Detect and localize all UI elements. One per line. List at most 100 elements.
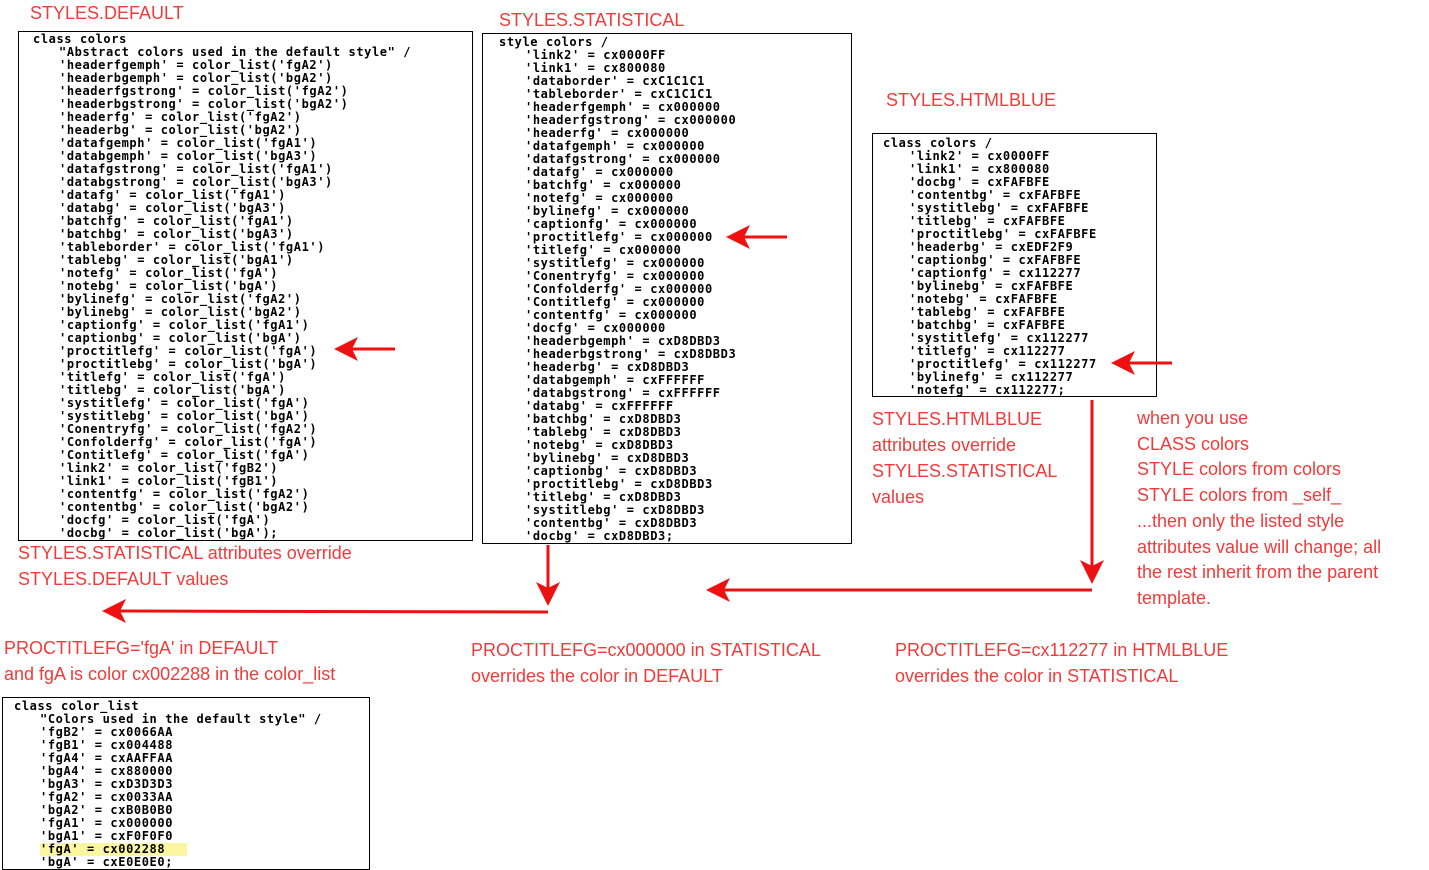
code-line: 'titlebg' = cxD8DBD3 — [499, 491, 851, 504]
code-text: 'Conentryfg' = color_list('fgA2') — [59, 422, 318, 436]
code-line: 'bylinebg' = color_list('bgA2') — [33, 306, 472, 319]
code-text: 'tablebg' = color_list('bgA1') — [59, 253, 294, 267]
code-line: 'link1' = cx800080 — [883, 163, 1156, 176]
code-line: 'Contitlefg' = color_list('fgA') — [33, 449, 472, 462]
code-line: 'headerbg' = cxEDF2F9 — [883, 241, 1156, 254]
code-line: 'fgA2' = cx0033AA — [14, 791, 369, 804]
code-text: 'contentfg' = color_list('fgA2') — [59, 487, 310, 501]
code-text: 'fgA1' = cx000000 — [40, 816, 174, 830]
code-line: 'headerfgemph' = color_list('fgA2') — [33, 59, 472, 72]
code-text: 'notebg' = color_list('bgA') — [59, 279, 279, 293]
code-line: 'tablebg' = cxD8DBD3 — [499, 426, 851, 439]
code-text: 'docfg' = cx000000 — [525, 321, 666, 335]
code-text: 'captionfg' = color_list('fgA1') — [59, 318, 310, 332]
code-text: 'titlebg' = cxFAFBFE — [909, 214, 1066, 228]
code-line: 'batchbg' = color_list('bgA3') — [33, 228, 472, 241]
code-line: 'captionbg' = cxD8DBD3 — [499, 465, 851, 478]
code-text: "Abstract colors used in the default sty… — [59, 45, 412, 59]
code-line: 'docbg' = cxD8DBD3; — [499, 530, 851, 543]
code-text: 'docfg' = color_list('fgA') — [59, 513, 271, 527]
arrow-to-default — [102, 599, 549, 624]
code-line: 'headerbgemph' = cxD8DBD3 — [499, 335, 851, 348]
code-line: 'fgA' = cx002288 — [14, 843, 369, 856]
code-text: 'datafgstrong' = color_list('fgA1') — [59, 162, 333, 176]
code-text: 'proctitlebg' = cxFAFBFE — [909, 227, 1097, 241]
code-text: 'tableborder' = color_list('fgA1') — [59, 240, 326, 254]
code-line: 'bgA3' = cxD3D3D3 — [14, 778, 369, 791]
code-line: 'tablebg' = cxFAFBFE — [883, 306, 1156, 319]
code-line: 'headerbgstrong' = color_list('bgA2') — [33, 98, 472, 111]
code-line: 'datafgstrong' = cx000000 — [499, 153, 851, 166]
code-text: 'link1' = color_list('fgB1') — [59, 474, 279, 488]
code-line: 'docbg' = color_list('bgA'); — [33, 527, 472, 540]
code-line: 'contentbg' = color_list('bgA2') — [33, 501, 472, 514]
code-text: 'bylinefg' = cx112277 — [909, 370, 1074, 384]
code-line: 'proctitlebg' = color_list('bgA') — [33, 358, 472, 371]
code-text: 'headerfgstrong' = color_list('fgA2') — [59, 84, 349, 98]
code-line: 'titlebg' = color_list('bgA') — [33, 384, 472, 397]
code-text: 'link2' = color_list('fgB2') — [59, 461, 279, 475]
highlighted-code-line: 'fgA' = cx002288 — [40, 843, 188, 856]
code-line: 'notebg' = color_list('bgA') — [33, 280, 472, 293]
note-line: ...then only the listed style — [1137, 510, 1345, 531]
code-text: 'headerbgstrong' = cxD8DBD3 — [525, 347, 737, 361]
code-text: 'Contitlefg' = color_list('fgA') — [59, 448, 310, 462]
note-line: template. — [1137, 587, 1212, 608]
code-text: 'systitlebg' = color_list('bgA') — [59, 409, 310, 423]
code-text: 'tablebg' = cxD8DBD3 — [525, 425, 682, 439]
color-list-code-box: class color_list"Colors used in the defa… — [2, 697, 370, 870]
code-text: 'datafg' = color_list('fgA1') — [59, 188, 286, 202]
code-line: 'docfg' = color_list('fgA') — [33, 514, 472, 527]
code-line: 'batchbg' = cxFAFBFE — [883, 319, 1156, 332]
code-line: 'bylinefg' = color_list('fgA2') — [33, 293, 472, 306]
code-text: 'headerfg' = cx000000 — [525, 126, 690, 140]
code-text: 'captionbg' = cxD8DBD3 — [525, 464, 698, 478]
note-line: STYLE colors from _self_ — [1137, 485, 1342, 506]
code-line: 'titlefg' = cx112277 — [883, 345, 1156, 358]
statistical-code-box: style colors /'link2' = cx0000FF'link1' … — [482, 33, 852, 544]
code-line: class colors — [33, 33, 472, 46]
code-line: 'systitlebg' = color_list('bgA') — [33, 410, 472, 423]
code-line: 'proctitlebg' = cxFAFBFE — [883, 228, 1156, 241]
note-line: STYLES.DEFAULT values — [18, 569, 229, 589]
code-text: 'fgB1' = cx004488 — [40, 738, 174, 752]
code-text: 'datafgemph' = cx000000 — [525, 139, 705, 153]
code-text: 'notebg' = cxD8DBD3 — [525, 438, 674, 452]
note-line: overrides the color in STATISTICAL — [895, 666, 1179, 686]
code-text: 'contentfg' = cx000000 — [525, 308, 698, 322]
note-line: attributes override — [872, 435, 1017, 455]
code-text: 'databorder' = cxC1C1C1 — [525, 74, 705, 88]
code-text: 'captionbg' = cxFAFBFE — [909, 253, 1082, 267]
code-line: 'batchfg' = color_list('fgA1') — [33, 215, 472, 228]
code-text: 'notebg' = cxFAFBFE — [909, 292, 1058, 306]
code-line: 'captionfg' = cx000000 — [499, 218, 851, 231]
code-text: 'docbg' = cxFAFBFE — [909, 175, 1050, 189]
code-line: 'contentfg' = color_list('fgA2') — [33, 488, 472, 501]
code-text: 'bylinefg' = color_list('fgA2') — [59, 292, 302, 306]
code-text: 'docbg' = color_list('bgA'); — [59, 526, 279, 540]
code-line: 'notefg' = cx112277; — [883, 384, 1156, 397]
title-default: STYLES.DEFAULT — [30, 3, 184, 23]
code-line: 'tableborder' = cxC1C1C1 — [499, 88, 851, 101]
code-text: 'tablebg' = cxFAFBFE — [909, 305, 1066, 319]
code-text: 'systitlefg' = cx112277 — [909, 331, 1089, 345]
code-line: 'Confolderfg' = cx000000 — [499, 283, 851, 296]
code-text: 'batchfg' = cx000000 — [525, 178, 682, 192]
code-line: 'notebg' = cxFAFBFE — [883, 293, 1156, 306]
code-line: 'bylinebg' = cxFAFBFE — [883, 280, 1156, 293]
code-line: 'captionbg' = cxFAFBFE — [883, 254, 1156, 267]
code-line: 'datafgemph' = cx000000 — [499, 140, 851, 153]
note-htmlblue-over-stat: STYLES.HTMLBLUE attributes override STYL… — [872, 406, 1057, 510]
note-line: STYLES.STATISTICAL — [872, 461, 1058, 481]
code-text: 'headerfgemph' = color_list('fgA2') — [59, 58, 333, 72]
note-default-proctitle: PROCTITLEFG='fgA' in DEFAULT and fgA is … — [4, 635, 335, 687]
code-line: 'captionfg' = color_list('fgA1') — [33, 319, 472, 332]
code-line: 'databgemph' = cxFFFFFF — [499, 374, 851, 387]
code-text: 'Confolderfg' = cx000000 — [525, 282, 713, 296]
code-line: 'batchfg' = cx000000 — [499, 179, 851, 192]
code-line: 'bgA' = cxE0E0E0; — [14, 856, 369, 869]
note-class-colors: when you use CLASS colors STYLE colors f… — [1137, 406, 1381, 612]
code-text: 'titlefg' = cx112277 — [909, 344, 1066, 358]
title-statistical: STYLES.STATISTICAL — [499, 10, 685, 30]
code-text: 'Confolderfg' = color_list('fgA') — [59, 435, 318, 449]
